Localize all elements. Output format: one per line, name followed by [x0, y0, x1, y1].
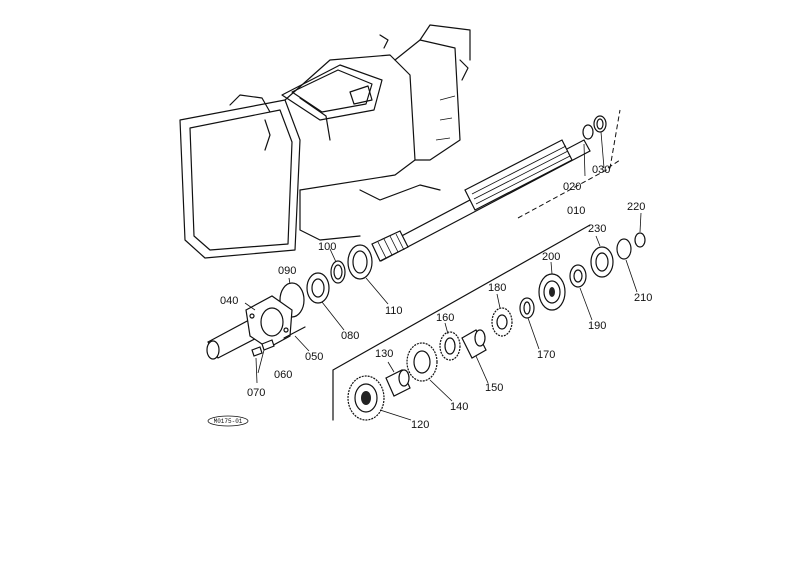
part-200-bearing: [538, 273, 566, 311]
label-210: 210: [634, 292, 652, 304]
leader-lines: [244, 131, 642, 421]
gear-group-bracket: [332, 224, 591, 421]
part-210-ring: [616, 238, 632, 260]
label-130: 130: [375, 348, 393, 360]
label-040: 040: [220, 295, 238, 307]
label-080: 080: [341, 330, 359, 342]
label-030: 030: [592, 164, 610, 176]
label-020: 020: [563, 181, 581, 193]
label-200: 200: [542, 251, 560, 263]
part-070-nut: [251, 346, 263, 357]
label-120: 120: [411, 419, 429, 431]
label-140: 140: [450, 401, 468, 413]
label-150: 150: [485, 382, 503, 394]
part-110-bearing: [347, 244, 373, 280]
part-080-seal: [306, 272, 330, 304]
diagram-reference: M0175-01: [207, 415, 249, 427]
part-160-gear: [439, 331, 461, 361]
label-070: 070: [247, 387, 265, 399]
label-220: 220: [627, 201, 645, 213]
label-100: 100: [318, 241, 336, 253]
part-190-ring: [569, 264, 587, 288]
label-180: 180: [488, 282, 506, 294]
part-120-gear: [347, 375, 385, 421]
part-010-shaft: [371, 115, 607, 262]
label-190: 190: [588, 320, 606, 332]
shaft-assembly-bracket: [517, 109, 621, 219]
part-230-bearing: [590, 246, 614, 278]
part-040-housing: [206, 295, 293, 360]
part-150-collar: [461, 329, 487, 359]
part-140-gear: [406, 342, 438, 382]
part-220-snap-ring: [634, 232, 646, 248]
part-130-collar: [385, 369, 411, 397]
label-050: 050: [305, 351, 323, 363]
label-110: 110: [385, 305, 403, 317]
part-180-gear: [491, 307, 513, 337]
diagram-ref-text: M0175-01: [214, 418, 243, 425]
label-230: 230: [588, 223, 606, 235]
label-010: 010: [567, 205, 585, 217]
part-labels: 010 020 030 040 050 060 070 080 090 100 …: [220, 164, 652, 431]
label-160: 160: [436, 312, 454, 324]
part-060-bolt: [261, 339, 275, 351]
label-060: 060: [274, 369, 292, 381]
transmission-housing: [179, 24, 471, 259]
label-170: 170: [537, 349, 555, 361]
label-090: 090: [278, 265, 296, 277]
part-170-bushing: [519, 297, 535, 319]
part-050-pin: [283, 326, 306, 339]
part-100-ring: [330, 260, 346, 284]
